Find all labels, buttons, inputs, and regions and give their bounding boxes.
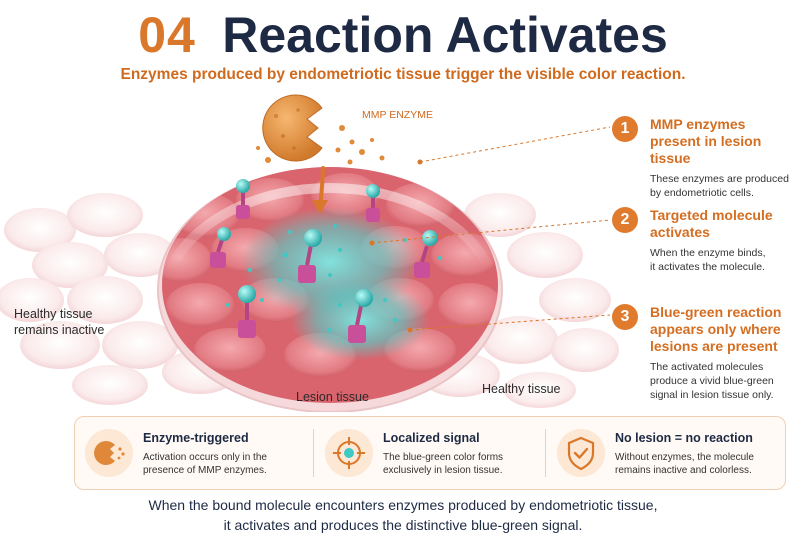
step-title: Targeted molecule activates <box>650 207 802 241</box>
card-title: Localized signal <box>383 431 480 445</box>
enzyme-icon <box>85 429 133 477</box>
card-localized-signal: Localized signal The blue-green color fo… <box>315 417 543 489</box>
feature-cards: Enzyme-triggered Activation occurs only … <box>74 416 786 490</box>
card-desc-line: Without enzymes, the molecule <box>615 452 754 463</box>
signal-particles <box>226 224 442 332</box>
lesion-tissue-label: Lesion tissue <box>296 390 369 404</box>
card-desc-line: Activation occurs only in the <box>143 452 267 463</box>
footer-line: it activates and produces the distinctiv… <box>223 517 583 533</box>
step-desc-line: The activated molecules <box>650 361 764 373</box>
healthy-tissue-right-label: Healthy tissue <box>482 382 561 396</box>
card-desc-line: exclusively in lesion tissue. <box>383 465 503 476</box>
title-row: 04 Reaction Activates <box>0 6 806 64</box>
step-title-line: appears only where <box>650 321 781 337</box>
card-description: The blue-green color forms exclusively i… <box>383 451 543 477</box>
label-line: remains inactive <box>14 323 105 337</box>
card-divider <box>313 429 314 477</box>
footer-line: When the bound molecule encounters enzym… <box>148 497 658 513</box>
step-number-badge: 3 <box>612 304 638 330</box>
step-title-line: MMP enzymes <box>650 116 746 132</box>
card-description: Without enzymes, the molecule remains in… <box>615 451 775 477</box>
card-divider <box>545 429 546 477</box>
target-icon <box>325 429 373 477</box>
card-desc-line: presence of MMP enzymes. <box>143 465 267 476</box>
step-description: The activated molecules produce a vivid … <box>650 360 802 402</box>
tissue-illustration <box>0 94 619 412</box>
shield-check-icon <box>557 429 605 477</box>
card-title: Enzyme-triggered <box>143 431 249 445</box>
card-title: No lesion = no reaction <box>615 431 753 445</box>
page-subtitle: Enzymes produced by endometriotic tissue… <box>120 66 686 83</box>
page-title: Reaction Activates <box>222 7 668 63</box>
healthy-tissue <box>0 193 619 408</box>
footer-caption: When the bound molecule encounters enzym… <box>0 495 806 535</box>
leader-lines <box>371 126 611 331</box>
step-3: 3 Blue-green reaction appears only where… <box>612 304 802 402</box>
step-title-line: Targeted molecule <box>650 207 773 223</box>
enzyme-label: MMP ENZYME <box>362 109 433 121</box>
step-desc-line: When the enzyme binds, <box>650 247 766 259</box>
step-title: Blue-green reaction appears only where l… <box>650 304 802 355</box>
mmp-enzyme-icon <box>262 94 323 162</box>
card-no-lesion: No lesion = no reaction Without enzymes,… <box>547 417 783 489</box>
step-desc-line: by endometriotic cells. <box>650 187 754 199</box>
molecules <box>210 179 438 343</box>
step-description: When the enzyme binds, it activates the … <box>650 246 802 274</box>
card-desc-line: remains inactive and colorless. <box>615 465 752 476</box>
step-desc-line: These enzymes are produced <box>650 173 789 185</box>
step-1: 1 MMP enzymes present in lesion tissue T… <box>612 116 802 200</box>
step-desc-line: produce a vivid blue-green <box>650 375 774 387</box>
step-desc-line: it activates the molecule. <box>650 261 765 273</box>
enzyme-particles <box>256 125 385 165</box>
step-title-line: present in lesion tissue <box>650 133 762 166</box>
step-2: 2 Targeted molecule activates When the e… <box>612 207 802 274</box>
step-title-line: lesions are present <box>650 338 778 354</box>
step-number-badge: 2 <box>612 207 638 233</box>
section-number: 04 <box>138 7 196 63</box>
step-number-badge: 1 <box>612 116 638 142</box>
card-description: Activation occurs only in the presence o… <box>143 451 303 477</box>
step-title-line: activates <box>650 224 710 240</box>
step-desc-line: signal in lesion tissue only. <box>650 389 774 401</box>
card-enzyme-triggered: Enzyme-triggered Activation occurs only … <box>75 417 311 489</box>
step-description: These enzymes are produced by endometrio… <box>650 172 802 200</box>
lesion-tissue <box>157 167 503 412</box>
healthy-tissue-left-label: Healthy tissue remains inactive <box>14 306 104 338</box>
step-title: MMP enzymes present in lesion tissue <box>650 116 802 167</box>
step-title-line: Blue-green reaction <box>650 304 782 320</box>
card-desc-line: The blue-green color forms <box>383 452 504 463</box>
label-line: Healthy tissue <box>14 307 93 321</box>
